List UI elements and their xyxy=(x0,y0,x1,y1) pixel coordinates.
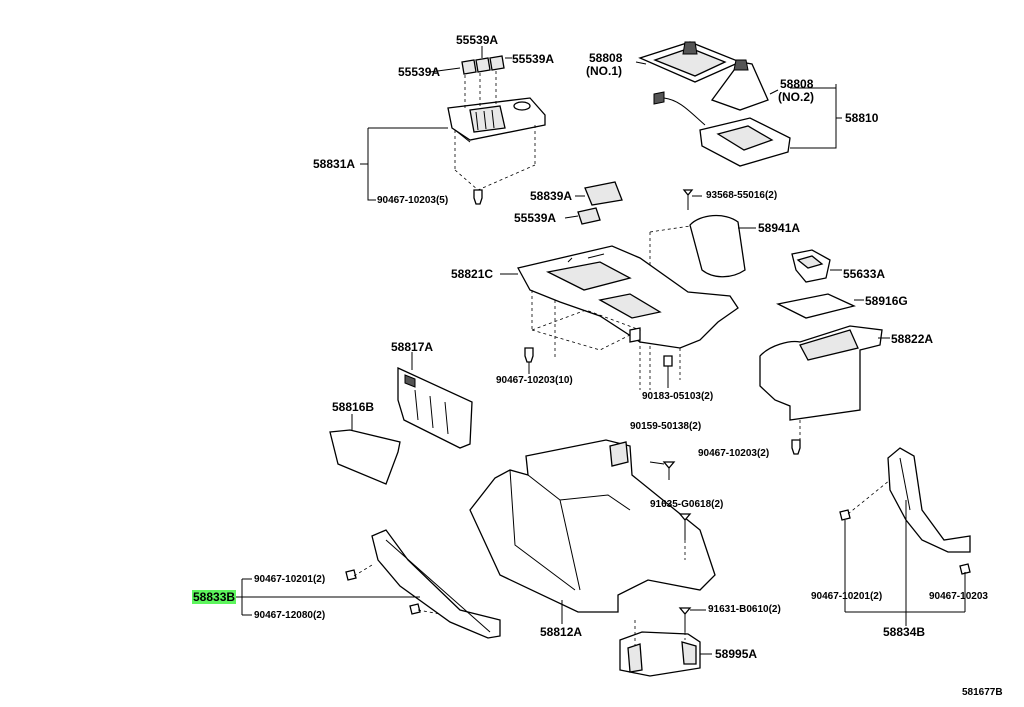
label-58833b-highlight: 58833B xyxy=(192,590,237,604)
part-58831a-shape xyxy=(447,97,546,143)
label-55633a[interactable]: 55633A xyxy=(843,267,886,281)
part-55539a-switches xyxy=(461,55,505,75)
label-90467-10203-10[interactable]: 90467-10203(10) xyxy=(496,375,573,386)
label-90467-10203-5[interactable]: 90467-10203(5) xyxy=(377,195,449,206)
label-58833b[interactable]: 58833B xyxy=(192,590,237,604)
label-90467-12080-2[interactable]: 90467-12080(2) xyxy=(254,610,326,621)
label-58810[interactable]: 58810 xyxy=(845,111,879,125)
label-58834b[interactable]: 58834B xyxy=(883,625,926,639)
part-58839a-shape xyxy=(584,181,623,206)
label-93568-55016-2[interactable]: 93568-55016(2) xyxy=(706,190,778,201)
drawing-id: 581677B xyxy=(962,687,1003,698)
part-58916g-shape xyxy=(776,293,856,319)
part-58995a-shape xyxy=(619,631,701,677)
label-58916g[interactable]: 58916G xyxy=(865,294,908,308)
part-58821c-shape xyxy=(517,245,739,349)
label-58839a[interactable]: 58839A xyxy=(530,189,573,203)
label-58808-no2[interactable]: 58808 xyxy=(780,77,814,91)
part-55539a-mid-shape xyxy=(577,207,601,225)
label-58808-no2-sub: (NO.2) xyxy=(778,90,814,104)
part-58812a-shape xyxy=(469,439,716,613)
label-90159-50138-2[interactable]: 90159-50138(2) xyxy=(630,421,702,432)
label-58808-no1[interactable]: 58808 xyxy=(589,51,623,65)
label-58808-no1-sub: (NO.1) xyxy=(586,64,622,78)
label-58941a[interactable]: 58941A xyxy=(758,221,801,235)
label-58995a[interactable]: 58995A xyxy=(715,647,758,661)
part-55633a-shape xyxy=(791,249,831,283)
part-58816b-shape xyxy=(329,429,401,485)
label-58817a[interactable]: 58817A xyxy=(391,340,434,354)
label-58822a[interactable]: 58822A xyxy=(891,332,934,346)
label-91631-b0610-2[interactable]: 91631-B0610(2) xyxy=(708,604,781,615)
label-55539a-left[interactable]: 55539A xyxy=(398,65,441,79)
part-58808-no2-shape xyxy=(710,59,769,111)
label-90467-10201-2-left[interactable]: 90467-10201(2) xyxy=(254,574,326,585)
part-58817a-shape xyxy=(397,366,473,449)
part-58822a-shape xyxy=(759,325,883,421)
part-58808-no1-shape xyxy=(638,41,742,83)
label-55539a-right[interactable]: 55539A xyxy=(512,52,555,66)
label-90467-10203-right[interactable]: 90467-10203 xyxy=(929,591,988,602)
label-55539a-mid[interactable]: 55539A xyxy=(514,211,557,225)
label-58812a[interactable]: 58812A xyxy=(540,625,583,639)
label-91635-g0618-2[interactable]: 91635-G0618(2) xyxy=(650,499,724,510)
part-58833b-shape xyxy=(371,529,501,639)
part-58941a-shape xyxy=(689,214,746,278)
label-58831a[interactable]: 58831A xyxy=(313,157,356,171)
label-90183-05103-2[interactable]: 90183-05103(2) xyxy=(642,391,714,402)
label-90467-10203-2[interactable]: 90467-10203(2) xyxy=(698,448,770,459)
part-58810-shape xyxy=(699,117,791,167)
label-55539a-top[interactable]: 55539A xyxy=(456,33,499,47)
part-58834b-shape xyxy=(887,447,971,553)
label-90467-10201-2-right[interactable]: 90467-10201(2) xyxy=(811,591,883,602)
label-58816b[interactable]: 58816B xyxy=(332,400,375,414)
label-58821c[interactable]: 58821C xyxy=(451,267,494,281)
